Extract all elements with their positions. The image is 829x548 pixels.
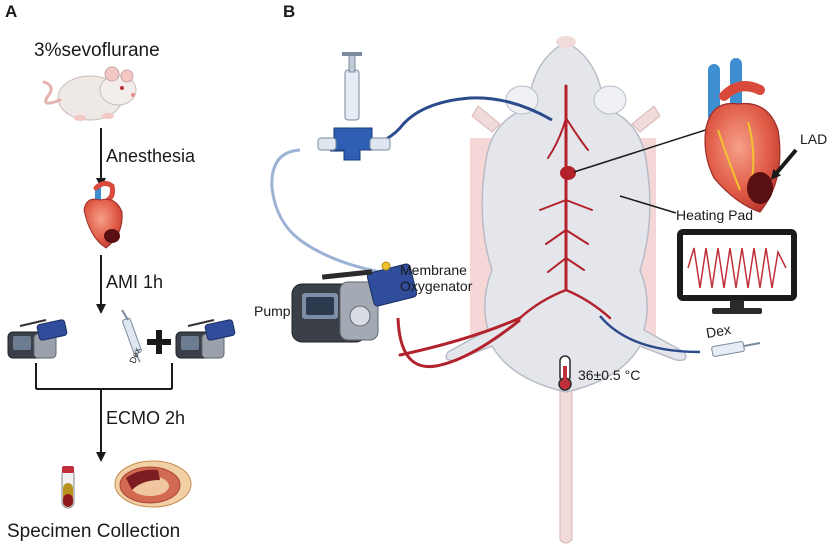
- heating-pad-pointer-line: [619, 195, 677, 214]
- venous-tube-light: [270, 148, 381, 274]
- syringe-top-icon: [317, 52, 391, 161]
- oxygenator-label: Oxygenator: [400, 278, 473, 294]
- ecmo-pump-icon: [291, 281, 379, 343]
- heating-pad-label: Heating Pad: [676, 207, 754, 223]
- blood-tube-icon: [61, 466, 75, 509]
- arterial-return-tube: [396, 317, 521, 369]
- temperature-label: 36±0.5 °C: [578, 367, 641, 383]
- panel-b-letter: B: [283, 2, 296, 21]
- thermometer-icon: [558, 355, 572, 391]
- anesthesia-label: Anesthesia: [106, 146, 196, 166]
- membrane-oxygenator-icon: [321, 261, 418, 307]
- panel-b: [270, 36, 798, 544]
- pump-label: Pump: [254, 303, 291, 319]
- ecmo-machine-left-icon: [7, 319, 68, 359]
- ami-label: AMI 1h: [106, 272, 164, 292]
- specimen-collection-label: Specimen Collection: [7, 521, 181, 542]
- panel-a: Dex: [7, 66, 236, 509]
- syringe-dex-icon: [121, 309, 142, 363]
- bracket-connector: [35, 363, 173, 390]
- dex-tube: [599, 315, 701, 354]
- heart-pointer-line: [573, 125, 719, 173]
- ecmo-machine-right-icon: [175, 319, 236, 359]
- syringe-dex-b-icon: [711, 341, 761, 357]
- sevoflurane-label: 3%sevoflurane: [34, 40, 160, 61]
- heart-in-rat: [560, 166, 576, 180]
- lad-label: LAD: [800, 131, 828, 147]
- ecmo-label: ECMO 2h: [106, 408, 186, 428]
- heart-tissue-slice-icon: [114, 460, 192, 508]
- panel-a-letter: A: [5, 2, 18, 21]
- lad-arrow: [770, 148, 798, 180]
- membrane-label: Membrane: [400, 262, 467, 278]
- monitor-icon: [677, 229, 797, 314]
- heart-small-icon: [83, 180, 123, 249]
- plus-icon: [147, 330, 171, 354]
- heart-large-icon: [704, 58, 781, 213]
- rat-tail: [559, 387, 573, 544]
- rat-small-icon: [42, 66, 137, 121]
- arterial-tree: [398, 84, 612, 357]
